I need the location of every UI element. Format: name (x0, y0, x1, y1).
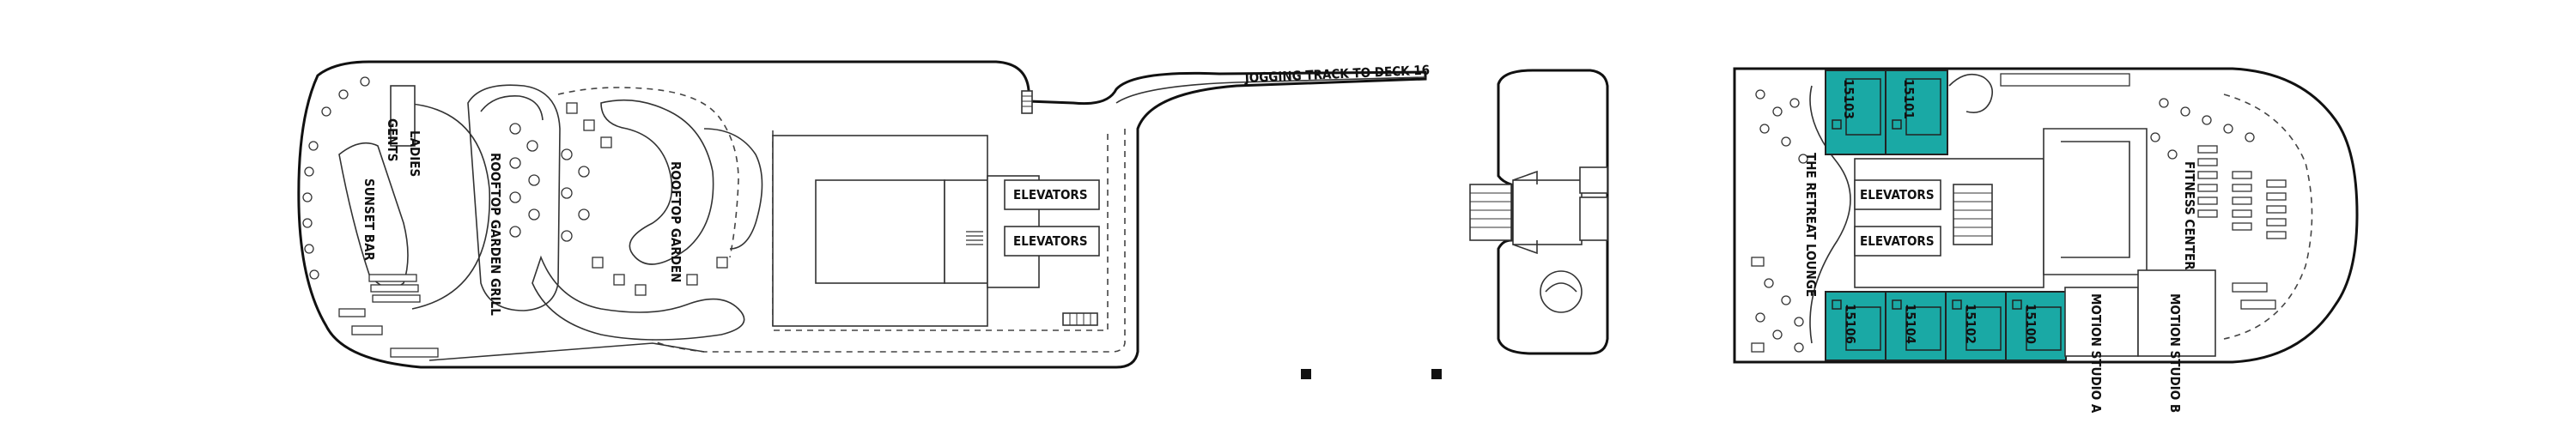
rooftop-garden-bed-2 (532, 255, 745, 341)
marker-square-2 (1431, 369, 1442, 379)
garden-tables-icon (509, 102, 728, 296)
midship-bridge-lines (1470, 192, 1511, 228)
cabin-inner-lines (1832, 78, 2062, 351)
fwd-elevators-label-1: ELEVATORS (1860, 187, 1935, 202)
fwd-elevator-box-2 (1854, 226, 1941, 257)
midship-section (1301, 69, 1609, 379)
spiral-stair-top-icon (1948, 73, 1993, 113)
cabin-15101-label: 15101 (1901, 79, 1917, 119)
marker-square-1 (1301, 369, 1311, 379)
cabin-15106-label: 15106 (1843, 304, 1858, 344)
forward-core-block (1854, 158, 2044, 288)
midship-inner-block (1512, 179, 1583, 245)
forward-deck-edge (1809, 85, 1851, 344)
midship-side-block-2 (1579, 196, 1608, 241)
cabin-15102[interactable] (1945, 291, 2007, 361)
aft-elevator-box-1 (1004, 179, 1100, 210)
ladies-label: LADIES (407, 130, 422, 177)
midship-wedge-1 (1512, 170, 1538, 184)
motion-studio-a-room[interactable] (2064, 287, 2139, 357)
motion-studio-b-line: MOTION STUDIO B (2167, 293, 2183, 413)
midship-side-block-1 (1579, 166, 1608, 194)
motion-studio-b-label: MOTION STUDIO B (2167, 293, 2183, 413)
midship-bridge-block (1469, 184, 1512, 241)
restrooms-block (390, 85, 416, 147)
midship-spiral-inner (1545, 282, 1577, 293)
cabin-15106[interactable] (1825, 291, 1886, 361)
cabin-15100[interactable] (2005, 291, 2067, 361)
rooftop-garden-grill-label: ROOFTOP GARDEN GRILL (488, 153, 503, 316)
garden-path-dashed (557, 87, 739, 258)
forward-walkway-dashed (2223, 94, 2313, 340)
garden-grill-inner (480, 95, 544, 121)
aft-lower-deck-edge (428, 342, 705, 361)
motion-studio-b-room[interactable] (2137, 269, 2216, 357)
motion-studio-a-label: MOTION STUDIO A (2088, 293, 2104, 414)
midship-wedge-2 (1512, 240, 1538, 255)
sunset-bar-label: SUNSET BAR (361, 178, 377, 262)
gents-label: GENTS (385, 118, 400, 162)
sunset-bar-curve (394, 102, 491, 310)
aft-central-inner (815, 179, 945, 284)
cabin-15101[interactable] (1885, 69, 1948, 155)
cabin-15103-label: 15103 (1841, 79, 1856, 119)
cabin-15104[interactable] (1885, 291, 1947, 361)
cabin-15102-label: 15102 (1963, 304, 1978, 344)
fitness-center-label: FITNESS CENTER (2182, 161, 2197, 270)
aft-section (297, 60, 1427, 369)
fitness-area-inner (2061, 141, 2130, 258)
aft-stairs-icon (966, 231, 983, 245)
fitness-area-block (2043, 128, 2148, 275)
retreat-lounge-seating-icon (1751, 89, 1808, 353)
rooftop-garden-bed-1 (600, 99, 714, 265)
aft-edge-seating-icon (302, 76, 370, 280)
forward-stairs-icon (1953, 184, 1993, 245)
aft-elevators-label-2: ELEVATORS (1013, 233, 1088, 249)
aft-stairs-top-icon (1021, 90, 1033, 114)
rooftop-garden-label: ROOFTOP GARDEN (668, 161, 683, 282)
fwd-elevators-label-2: ELEVATORS (1860, 233, 1935, 249)
aft-elevators-label-1: ELEVATORS (1013, 187, 1088, 202)
fitness-equipment-icon (2000, 73, 2287, 310)
fwd-elevator-box-1 (1854, 179, 1941, 210)
aft-stairs-bottom-icon (1062, 312, 1098, 326)
motion-studio-a-line: MOTION STUDIO A (2088, 293, 2104, 414)
midship-spiral-stair-icon (1540, 270, 1583, 313)
cabin-15104-label: 15104 (1903, 304, 1918, 344)
sunset-loungers-icon (338, 274, 439, 358)
jogging-track-lane (1115, 76, 1426, 104)
cabin-15103[interactable] (1825, 69, 1886, 155)
cabin-15100-label: 15100 (2023, 304, 2038, 344)
forward-section (1733, 67, 2359, 364)
rooftop-garden-bed-3 (703, 128, 763, 250)
retreat-lounge-label: THE RETREAT LOUNGE (1803, 153, 1819, 297)
aft-elevator-box-2 (1004, 226, 1100, 257)
